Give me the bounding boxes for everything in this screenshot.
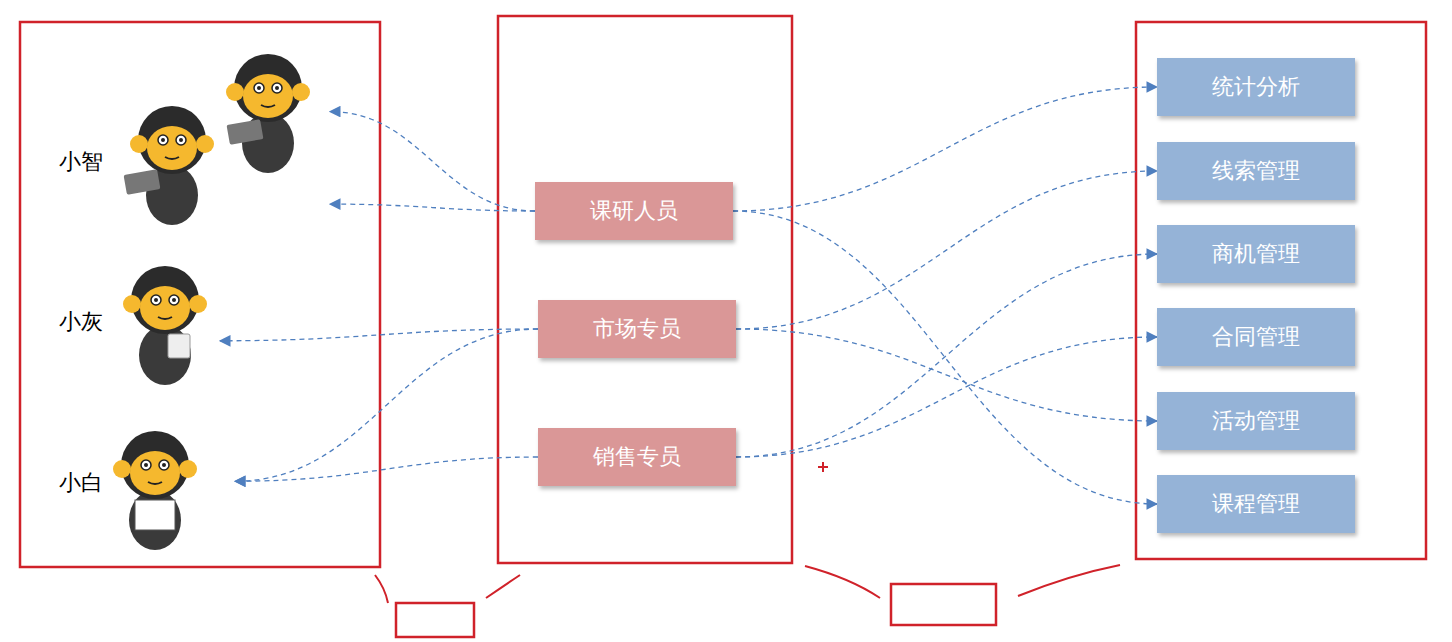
role-box: 课研人员 — [535, 182, 733, 240]
person-group: 小智 — [55, 45, 330, 230]
permission-box: 统计分析 — [1157, 58, 1355, 116]
box-label: 活动管理 — [1212, 406, 1300, 436]
dashed-connector — [733, 87, 1157, 211]
box-label: 课研人员 — [590, 196, 678, 226]
person-name: 小智 — [59, 147, 103, 177]
person-group: 小白 — [55, 420, 235, 545]
dashed-connector — [733, 211, 1157, 504]
box-label: 商机管理 — [1212, 239, 1300, 269]
character — [113, 54, 310, 550]
person-name: 小白 — [59, 468, 103, 498]
dashed-connector — [736, 254, 1157, 457]
permission-box: 活动管理 — [1157, 392, 1355, 450]
permission-box: 合同管理 — [1157, 308, 1355, 366]
box-label: 线索管理 — [1212, 156, 1300, 186]
role-box: 销售专员 — [538, 428, 736, 486]
bracket-curve — [375, 462, 1120, 603]
role-box: 市场专员 — [538, 300, 736, 358]
permission-box: 线索管理 — [1157, 142, 1355, 200]
dashed-connector — [235, 457, 538, 481]
box-label: 合同管理 — [1212, 322, 1300, 352]
dashed-connector — [736, 329, 1157, 421]
box-label: 市场专员 — [593, 314, 681, 344]
dashed-connector — [736, 337, 1157, 457]
dashed-connector — [330, 112, 535, 211]
box-label: 销售专员 — [593, 442, 681, 472]
region-frame — [20, 16, 1426, 637]
permission-box: 商机管理 — [1157, 225, 1355, 283]
box-label: 课程管理 — [1212, 489, 1300, 519]
person-name: 小灰 — [59, 307, 103, 337]
dashed-connector — [220, 329, 538, 341]
dashed-connector — [235, 329, 538, 481]
permission-box: 课程管理 — [1157, 475, 1355, 533]
person-group: 小灰 — [55, 255, 220, 385]
dashed-connector — [736, 171, 1157, 329]
dashed-connector — [330, 204, 535, 211]
box-label: 统计分析 — [1212, 72, 1300, 102]
